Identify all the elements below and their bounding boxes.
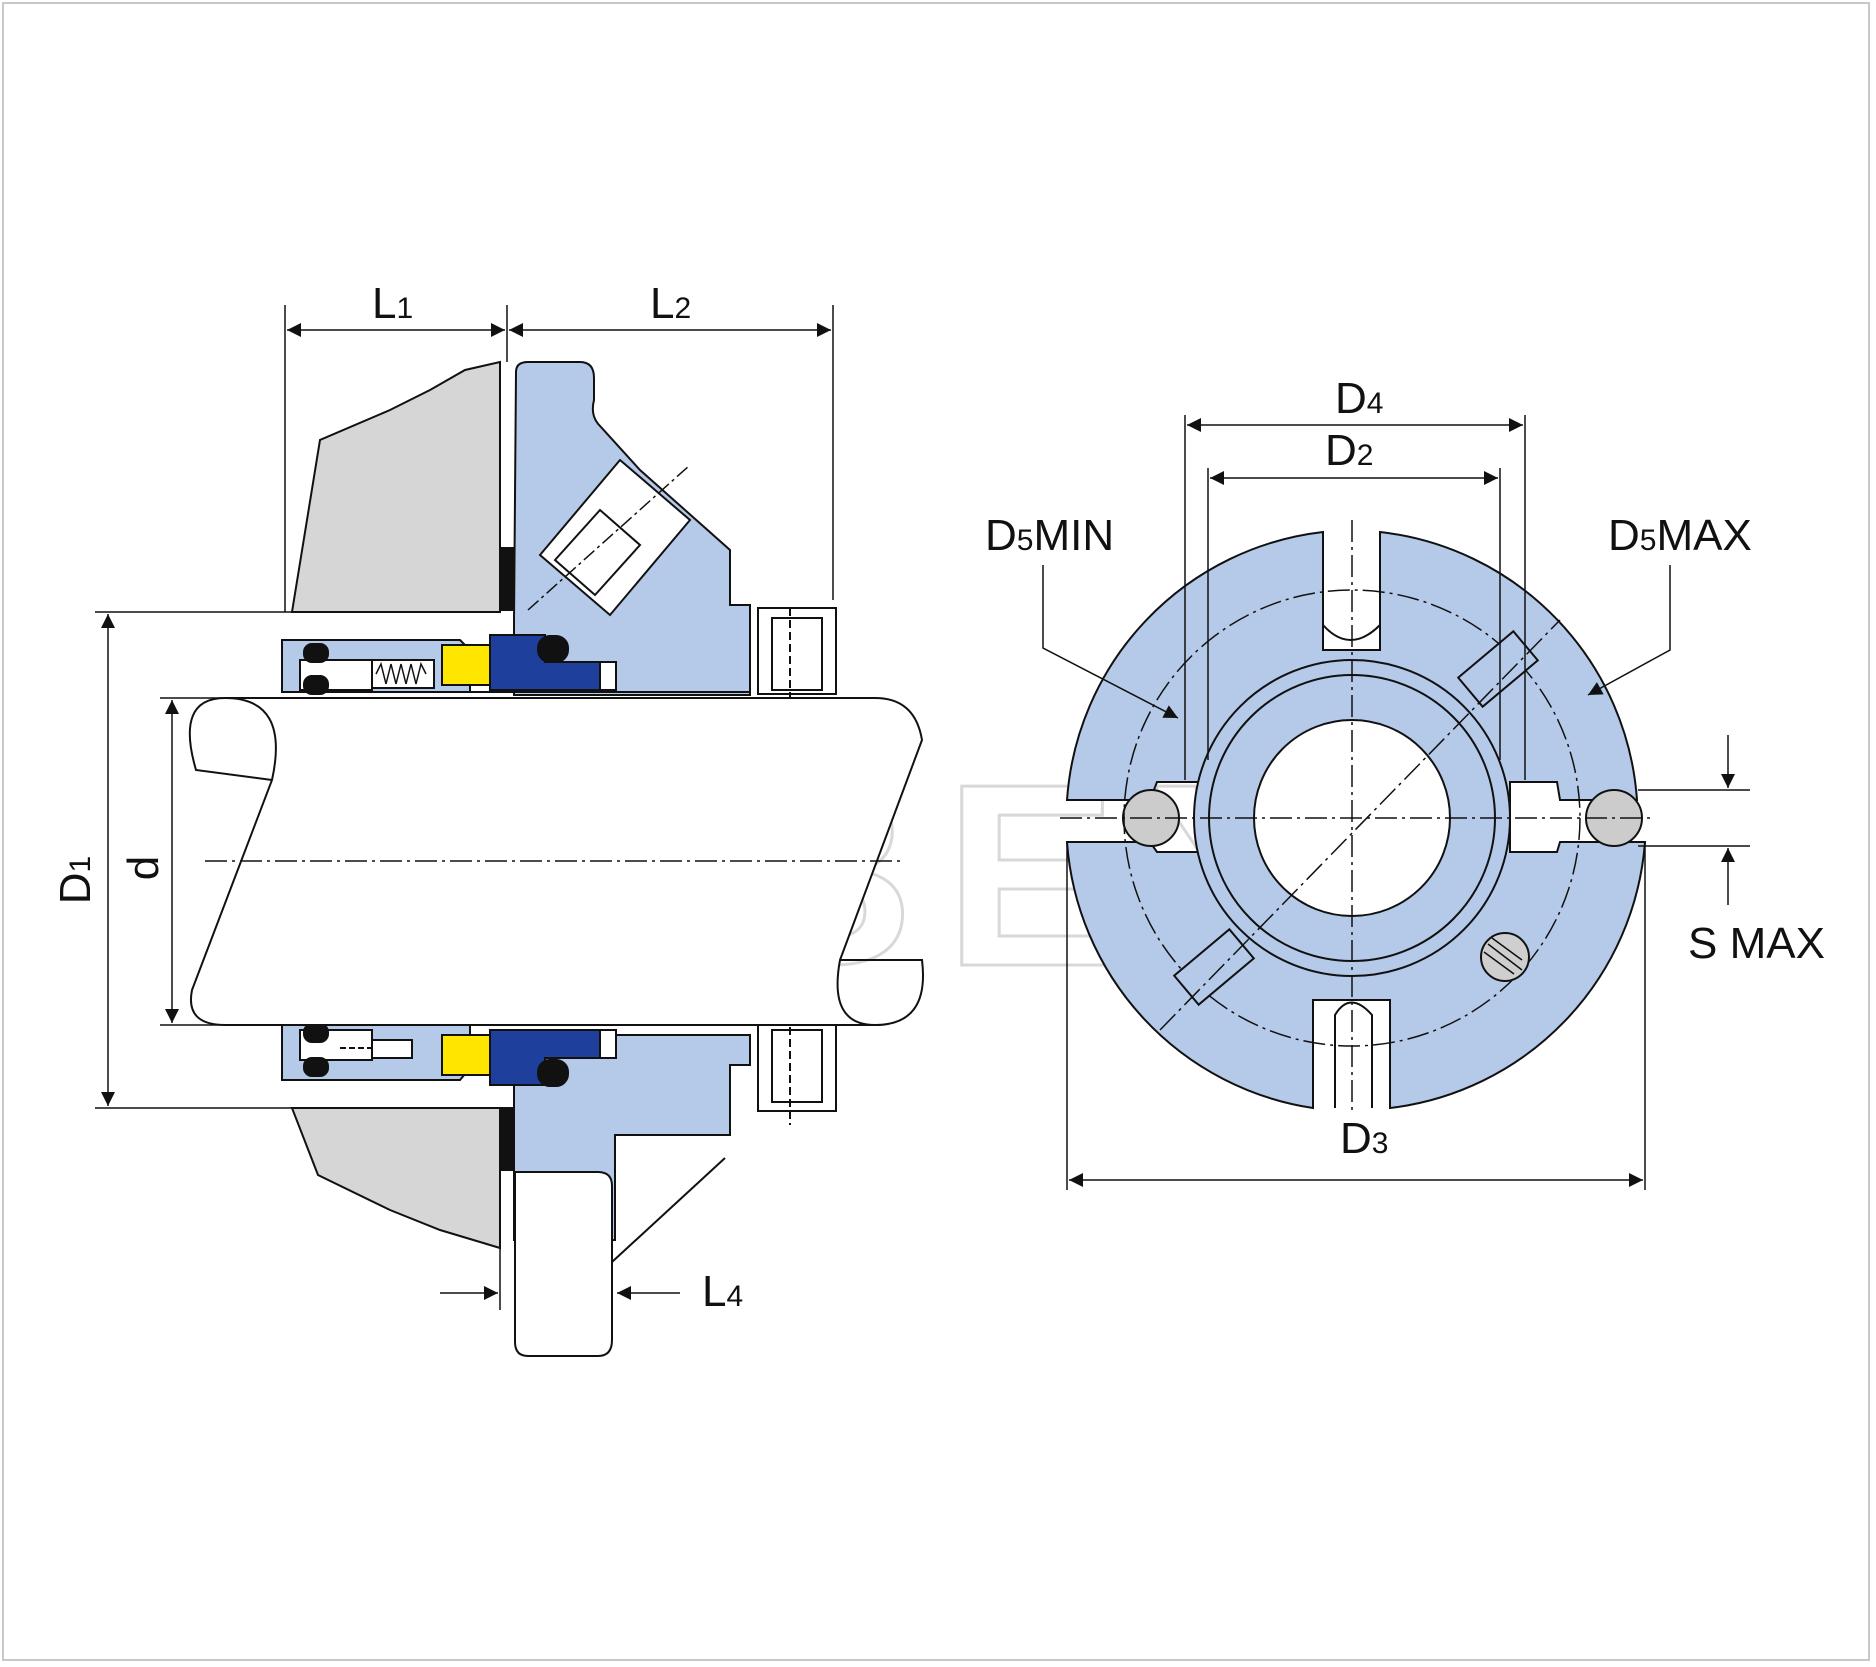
label-D1: D1 [51, 856, 100, 904]
seal-assembly-upper [281, 634, 750, 699]
label-D4: D4 [1335, 374, 1383, 423]
label-L2: L2 [650, 279, 691, 328]
bottom-flange [514, 1171, 613, 1357]
label-D5MIN: D5MIN [985, 511, 1114, 560]
rotating-face-lower [441, 1034, 491, 1076]
injection-port [527, 458, 692, 617]
clip-bottom-left [1172, 927, 1256, 1007]
label-d: d [119, 856, 168, 880]
label-L4: L4 [702, 1267, 743, 1316]
seal-assembly-lower [281, 1021, 750, 1087]
dimensions [95, 305, 1750, 1310]
gasket-lower [501, 1107, 515, 1171]
label-D5MAX: D5MAX [1608, 511, 1752, 560]
drive-collar-lower [757, 1015, 837, 1125]
drive-collar-upper [757, 607, 837, 700]
end-view [1060, 520, 1650, 1115]
bolt-slot-top [1322, 532, 1381, 641]
label-L1: L1 [372, 279, 413, 328]
section-view [188, 360, 924, 1357]
label-SMAX: S MAX [1688, 919, 1825, 968]
dimension-labels: L1 L2 L4 D1 d D4 D2 D3 D5MIN D5MAX S MAX [51, 279, 1825, 1316]
label-D3: D3 [1340, 1114, 1388, 1163]
label-D2: D2 [1325, 426, 1373, 475]
bolt-slot-bottom [1334, 1001, 1373, 1108]
housing-top [290, 360, 501, 613]
rotating-face-upper [441, 644, 491, 686]
gasket-upper [501, 547, 515, 611]
housing-bottom [290, 1107, 501, 1250]
